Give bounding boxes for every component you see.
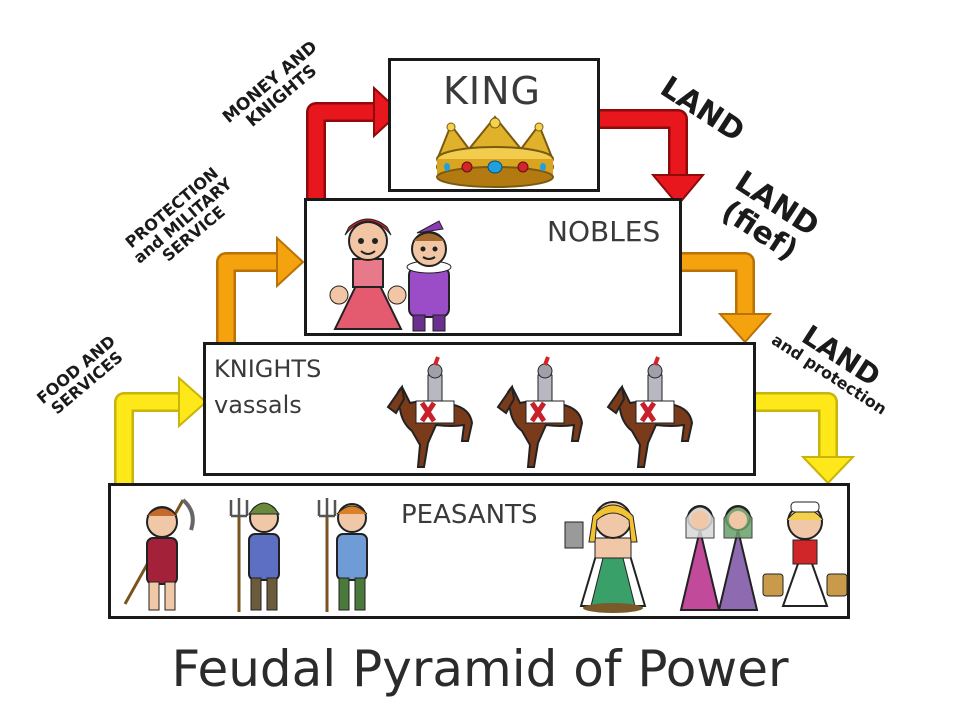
peasant-woman-figure [679, 505, 721, 611]
knight-on-horse-icon [386, 356, 474, 468]
nobles-label: NOBLES [547, 215, 661, 248]
peasant-with-pitchfork-figure [317, 498, 368, 612]
king-label: KING [443, 69, 541, 113]
knight-on-horse-icon [496, 356, 584, 468]
milkmaid-with-buckets-figure [762, 501, 848, 607]
arrow-land-protection [756, 392, 856, 485]
tier-king: KING [388, 58, 600, 192]
tier-nobles: NOBLES [304, 198, 682, 336]
arrow-land-fief [680, 252, 773, 344]
diagram-title: Feudal Pyramid of Power [171, 640, 789, 698]
crown-icon [436, 115, 554, 188]
peasant-with-scythe-figure [123, 498, 195, 611]
arrow-land-king [598, 109, 706, 207]
tier-knights: KNIGHTS vassals [203, 342, 756, 476]
arrow-food-services [114, 375, 208, 483]
knights-sublabel: vassals [214, 391, 302, 419]
peasant-woman-figure [717, 505, 759, 611]
noble-lady-figure [329, 218, 407, 330]
peasant-with-pitchfork-figure [229, 498, 280, 612]
knight-on-horse-icon [606, 356, 694, 468]
peasant-woman-with-tankard-figure [564, 501, 647, 613]
knights-label: KNIGHTS [214, 355, 322, 383]
peasants-label: PEASANTS [401, 500, 538, 530]
noble-man-figure [406, 220, 452, 332]
arrow-protection-service [216, 235, 305, 342]
tier-peasants: PEASANTS [108, 483, 850, 619]
arrow-money-knights [306, 85, 402, 203]
